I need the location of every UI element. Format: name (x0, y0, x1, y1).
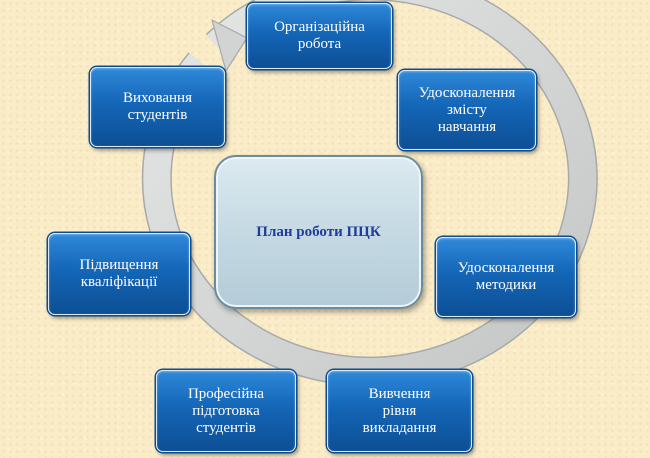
node-content-improvement: Удосконалення змісту навчання (398, 70, 536, 150)
cycle-arrow-head (211, 19, 248, 72)
node-professional-training: Професійна підготовка студентів (156, 370, 296, 452)
node-student-education: Виховання студентів (90, 67, 225, 147)
node-methodology-improvement: Удосконалення методики (436, 237, 576, 317)
node-organizational-work: Організаційна робота (247, 3, 392, 69)
center-plan-box: План роботи ПЦК (214, 155, 423, 309)
node-qualification-upgrade: Підвищення кваліфікації (48, 233, 190, 315)
node-teaching-level-study: Вивчення рівня викладання (327, 370, 472, 452)
center-plan-title: План роботи ПЦК (256, 223, 381, 240)
